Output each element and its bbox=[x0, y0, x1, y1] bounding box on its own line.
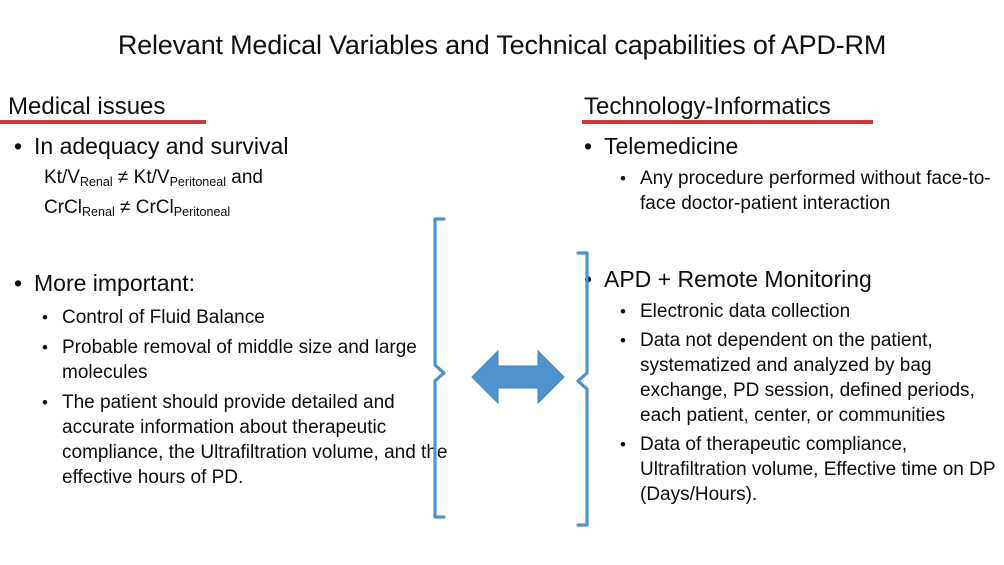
medical-bullet-more-important: • More important: bbox=[8, 268, 448, 298]
tech-bullet-apd-remote-monitoring: • APD + Remote Monitoring bbox=[578, 264, 998, 294]
bullet-row: • In adequacy and survival bbox=[8, 131, 438, 161]
eq2-term1-base: CrCl bbox=[44, 197, 82, 219]
list-item: • Data of therapeutic compliance, Ultraf… bbox=[614, 432, 1004, 507]
medical-issues-header: Medical issues bbox=[8, 93, 166, 120]
bullet-dot-icon: • bbox=[14, 133, 23, 159]
bullet-text: More important: bbox=[34, 270, 196, 296]
bullet-row: • APD + Remote Monitoring bbox=[578, 264, 998, 294]
eq1-term2-base: Kt/V bbox=[133, 167, 170, 188]
list-item-text: The patient should provide detailed and … bbox=[62, 392, 448, 488]
list-item-text: Control of Fluid Balance bbox=[62, 307, 265, 328]
eq1-conjunction: and bbox=[226, 167, 263, 188]
relationship-connector bbox=[420, 205, 610, 545]
bullet-row: • More important: bbox=[8, 268, 448, 298]
page-title: Relevant Medical Variables and Technical… bbox=[117, 30, 887, 60]
bullet-dot-icon: • bbox=[14, 270, 23, 296]
equation-row-2: CrClRenal ≠ CrClPeritoneal bbox=[44, 195, 444, 225]
bullet-dot-icon: • bbox=[42, 393, 48, 412]
list-item: • Any procedure performed without face-t… bbox=[614, 166, 1004, 216]
list-item: • The patient should provide detailed an… bbox=[36, 390, 448, 490]
medical-equations: Kt/VRenal ≠ Kt/VPeritoneal and CrClRenal… bbox=[44, 165, 444, 225]
list-item: • Electronic data collection bbox=[614, 299, 1004, 324]
technology-informatics-underline bbox=[582, 120, 873, 124]
list-item-text: Any procedure performed without face-to-… bbox=[640, 168, 991, 214]
bullet-text: Telemedicine bbox=[604, 133, 739, 159]
list-item-text: Electronic data collection bbox=[640, 301, 851, 322]
tech-telemedicine-subitems: • Any procedure performed without face-t… bbox=[614, 166, 1004, 216]
bullet-dot-icon: • bbox=[42, 308, 48, 327]
eq1-term1-sub: Renal bbox=[79, 175, 113, 190]
list-item-text: Data not dependent on the patient, syste… bbox=[640, 330, 975, 426]
right-grouping-brace bbox=[576, 251, 589, 527]
bullet-dot-icon: • bbox=[620, 435, 626, 454]
bullet-dot-icon: • bbox=[584, 133, 593, 159]
eq1-term1-base: Kt/V bbox=[44, 167, 80, 188]
medical-subitems: • Control of Fluid Balance • Probable re… bbox=[36, 305, 448, 490]
list-item-text: Probable removal of middle size and larg… bbox=[62, 337, 417, 383]
bullet-dot-icon: • bbox=[620, 169, 626, 188]
list-item: • Probable removal of middle size and la… bbox=[36, 335, 448, 385]
tech-bullet-telemedicine: • Telemedicine bbox=[578, 131, 998, 161]
medical-issues-underline bbox=[0, 120, 206, 124]
technology-informatics-header: Technology-Informatics bbox=[584, 93, 831, 120]
eq2-term2-sub: Peritoneal bbox=[173, 205, 231, 220]
list-item: • Control of Fluid Balance bbox=[36, 305, 448, 330]
bullet-row: • Telemedicine bbox=[578, 131, 998, 161]
bullet-dot-icon: • bbox=[620, 331, 626, 350]
bullet-text: In adequacy and survival bbox=[34, 133, 289, 159]
list-item: • Data not dependent on the patient, sys… bbox=[614, 328, 1004, 428]
left-grouping-brace bbox=[433, 217, 446, 519]
eq2-term1-sub: Renal bbox=[82, 205, 115, 220]
bullet-dot-icon: • bbox=[620, 302, 626, 321]
bullet-text: APD + Remote Monitoring bbox=[604, 266, 872, 292]
equation-row-1: Kt/VRenal ≠ Kt/VPeritoneal and bbox=[44, 165, 444, 195]
bullet-dot-icon: • bbox=[42, 338, 48, 357]
medical-bullet-inadequacy: • In adequacy and survival bbox=[8, 131, 438, 161]
bidirectional-arrow-icon bbox=[471, 349, 565, 405]
eq2-operator: ≠ bbox=[114, 197, 136, 219]
eq2-term2-base: CrCl bbox=[135, 197, 174, 219]
list-item-text: Data of therapeutic compliance, Ultrafil… bbox=[640, 434, 996, 505]
eq1-term2-sub: Peritoneal bbox=[169, 175, 226, 190]
eq1-operator: ≠ bbox=[112, 167, 134, 188]
tech-apd-subitems: • Electronic data collection • Data not … bbox=[614, 299, 1004, 507]
